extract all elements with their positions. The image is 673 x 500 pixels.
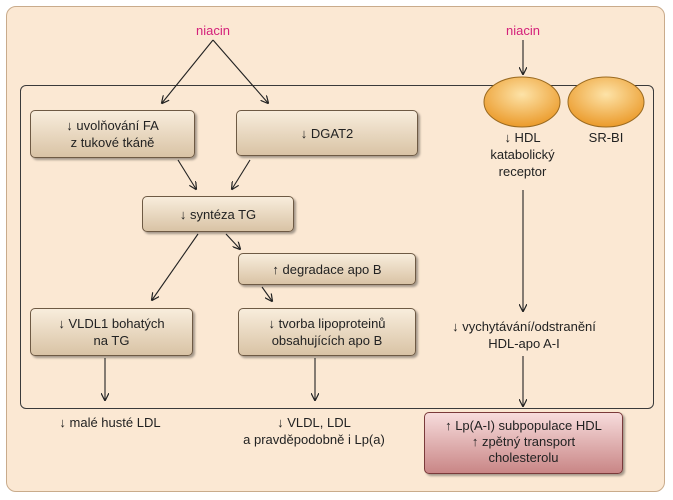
hdl-result-box: ↑ Lp(A-I) subpopulace HDL ↑ zpětný trans… xyxy=(424,412,623,474)
hdl-receptor-oval xyxy=(483,76,561,128)
arrow-tg-to-vldl1 xyxy=(152,233,199,300)
hdl-catabolic-receptor-label: ↓ HDL katabolický receptor xyxy=(490,130,555,179)
cell-membrane-frame xyxy=(20,85,654,409)
result-line-2: ↑ zpětný transport xyxy=(471,434,576,449)
arrow-tg-to-apob xyxy=(225,233,240,249)
result-line-3: cholesterolu xyxy=(488,450,559,465)
dgat2-text: ↓ DGAT2 xyxy=(300,125,354,141)
sr-bi-label: SR-BI xyxy=(588,130,624,145)
apob-degradation-box: ↑ degradace apo B xyxy=(238,253,416,285)
arrow-apob-to-lipoprotein xyxy=(261,286,272,301)
apob-degradation-text: ↑ degradace apo B xyxy=(272,261,382,277)
lipoprotein-formation-box: ↓ tvorba lipoproteinů obsahujících apo B xyxy=(238,308,416,356)
niacin-label-left: niacin xyxy=(196,23,230,38)
dgat2-box: ↓ DGAT2 xyxy=(236,110,418,156)
arrow-niacin-to-fa xyxy=(162,39,214,103)
sr-bi-receptor-oval xyxy=(567,76,645,128)
fa-release-box: ↓ uvolňování FA z tukové tkáně xyxy=(30,110,195,158)
fa-release-text: ↓ uvolňování FA z tukové tkáně xyxy=(66,118,159,150)
arrow-fa-to-tg xyxy=(177,159,196,189)
arrow-niacin-to-dgat2 xyxy=(212,39,268,103)
lipoprotein-formation-text: ↓ tvorba lipoproteinů obsahujících apo B xyxy=(268,316,386,348)
result-line-1: ↑ Lp(A-I) subpopulace HDL xyxy=(445,418,602,433)
small-dense-ldl-label: ↓ malé husté LDL xyxy=(59,415,161,430)
arrow-dgat2-to-tg xyxy=(232,159,251,189)
tg-synthesis-text: ↓ syntéza TG xyxy=(179,206,257,222)
vldl1-text: ↓ VLDL1 bohatých na TG xyxy=(58,316,165,348)
vldl-ldl-lpa-label: ↓ VLDL, LDL a pravděpodobně i Lp(a) xyxy=(243,415,385,447)
niacin-label-right: niacin xyxy=(506,23,540,38)
diagram-panel xyxy=(6,6,665,492)
hdl-uptake-label: ↓ vychytávání/odstranění HDL-apo A-I xyxy=(452,319,596,351)
vldl1-box: ↓ VLDL1 bohatých na TG xyxy=(30,308,193,356)
tg-synthesis-box: ↓ syntéza TG xyxy=(142,196,294,232)
